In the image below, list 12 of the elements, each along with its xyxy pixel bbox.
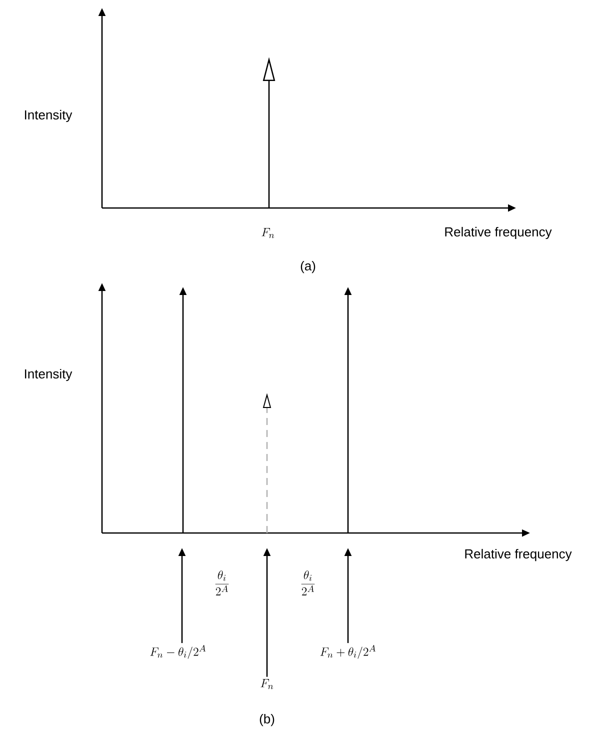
axis-label: Intensity <box>25 110 72 122</box>
tick-label: $F_n$ <box>262 228 274 238</box>
spacing-label: $\frac{\theta_i}{2^A}$ <box>301 570 315 596</box>
axis-label: Intensity <box>25 368 72 382</box>
frequency-label: $F_n+\theta_i/2^A$ <box>320 644 376 659</box>
frequency-label: $F_n-\theta_i/2^A$ <box>150 644 206 659</box>
panel-label: (a) <box>300 260 316 274</box>
frequency-label: $F_n$ <box>260 679 274 690</box>
panel-label: (b) <box>260 714 274 726</box>
spacing-label: $\frac{\theta_i}{2^A}$ <box>215 570 229 596</box>
axis-label: Relative frequency <box>465 548 572 562</box>
axis-label: Relative frequency <box>445 226 552 240</box>
